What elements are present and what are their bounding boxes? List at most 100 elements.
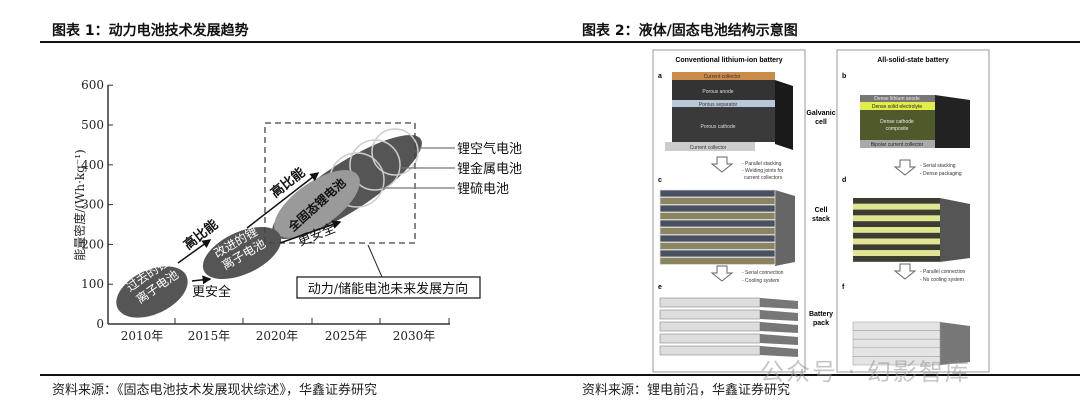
- x-tick-label: 2030年: [393, 329, 436, 343]
- row-label-cell-stack-1: Cell: [815, 207, 828, 214]
- note-dense-packaging: - Dense packaging: [920, 171, 962, 177]
- battery-module: [659, 333, 761, 344]
- y-tick-label: 0: [96, 317, 104, 331]
- y-tick-label: 400: [81, 158, 104, 172]
- down-arrow-icon: [710, 156, 734, 173]
- safer-label-1: 更安全: [192, 284, 231, 300]
- solid-pack-layer: [852, 321, 941, 331]
- solid-state-ellipse: [274, 170, 360, 238]
- footer-rule: [40, 374, 1080, 376]
- solid-stack-layer: [853, 203, 940, 210]
- solid-pack-side: [940, 322, 970, 365]
- solid-stack-layer: [853, 250, 940, 256]
- solid-stack-layer: [853, 238, 940, 245]
- li-air-circle: [371, 128, 419, 176]
- stack-layer: [659, 249, 776, 258]
- battery-module-side: [760, 310, 798, 321]
- note-current-collectors: current collectors: [744, 175, 783, 181]
- right-panel-title: All-solid-state battery: [877, 57, 949, 64]
- row-label-battery: Battery: [809, 311, 833, 318]
- row-label-pack: pack: [813, 320, 829, 327]
- old-li-ion-ellipse: [116, 266, 188, 318]
- note-serial-connection: - Serial connection: [742, 270, 784, 276]
- panel-f-label: f: [842, 284, 845, 291]
- solid-pack-layer: [852, 338, 941, 349]
- solid-stack-layer: [853, 198, 940, 204]
- solid-stack-layer: [853, 244, 940, 251]
- layer-current-collector-top: Current collector: [704, 74, 741, 80]
- x-tick-label: 2010年: [121, 329, 164, 343]
- legend-li-metal: 锂金属电池: [457, 161, 522, 177]
- stack-layer: [659, 212, 776, 220]
- solid-stack-layer: [853, 256, 940, 262]
- watermark: 公众号 · 幻影智库: [760, 358, 971, 386]
- layer-composite: composite: [886, 126, 909, 132]
- panel-e-label: e: [658, 284, 662, 291]
- solid-state-cell: Dense lithium anode Dense solid electrol…: [860, 95, 970, 148]
- x-tick-label: 2020年: [256, 329, 299, 343]
- solid-stack-layer: [853, 215, 940, 222]
- panel-d-label: d: [842, 177, 846, 184]
- x-tick-label: 2025年: [325, 329, 368, 343]
- improved-li-ion-ellipse: [202, 226, 282, 280]
- note-parallel-connection: - Parallel connection: [920, 269, 966, 275]
- solid-stack-layer: [853, 232, 940, 239]
- battery-module: [659, 321, 761, 332]
- figure1-title: 图表 1：动力电池技术发展趋势: [52, 23, 249, 39]
- layer-dense-cathode: Dense cathode: [880, 119, 914, 125]
- battery-module-side: [760, 298, 798, 309]
- stack-layer: [659, 197, 776, 205]
- future-direction-box: [264, 122, 416, 244]
- left-panel-title: Conventional lithium-ion battery: [675, 57, 782, 64]
- solid-pack-layer: [852, 330, 941, 340]
- y-tick-label: 600: [81, 78, 104, 92]
- stack-layer: [659, 204, 776, 213]
- stack-layer: [659, 234, 776, 243]
- stack-layer: [659, 219, 776, 228]
- figure2-source: 资料来源：锂电前沿，华鑫证券研究: [582, 383, 791, 398]
- conventional-cell: Current collector Porous anode Porous se…: [665, 72, 793, 151]
- solid-stack-layer: [853, 221, 940, 227]
- solid-stack-layer: [853, 227, 940, 233]
- y-tick-label: 200: [81, 237, 104, 251]
- layer-dense-solid-electrolyte: Dense solid electrolyte: [872, 104, 923, 110]
- solid-stack-layer: [853, 209, 940, 216]
- layer-porous-separator: Porous separator: [699, 102, 738, 108]
- y-tick-label: 100: [81, 277, 104, 291]
- note-serial-stacking: - Serial stacking: [920, 163, 956, 169]
- layer-porous-cathode: Porous cathode: [700, 124, 735, 130]
- legend-li-air: 锂空气电池: [457, 141, 522, 157]
- solid-pack-layer: [852, 356, 941, 366]
- battery-module: [659, 309, 761, 320]
- figure2-title: 图表 2：液体/固态电池结构示意图: [582, 23, 798, 39]
- panel-c-label: c: [658, 177, 662, 184]
- battery-module-side: [760, 322, 798, 333]
- down-arrow-icon: [710, 265, 734, 282]
- process-arrows: [710, 156, 917, 282]
- stack-layer: [659, 227, 776, 235]
- note-no-cooling-system: - No cooling system: [920, 277, 964, 283]
- y-tick-label: 300: [81, 198, 104, 212]
- legend-li-s: 锂硫电池: [457, 182, 509, 197]
- stack-layer: [659, 242, 776, 250]
- battery-module: [659, 297, 761, 308]
- row-label-cell: cell: [815, 119, 827, 126]
- y-axis-label: 能量密度/(Wh·kg⁻¹): [72, 149, 87, 260]
- row-label-cell-stack-2: stack: [812, 216, 830, 223]
- row-label-galvanic: Galvanic: [806, 110, 835, 117]
- panel-a-label: a: [658, 73, 662, 80]
- layer-porous-anode: Porous anode: [702, 89, 733, 95]
- future-direction-label: 动力/储能电池未来发展方向: [308, 281, 468, 297]
- note-welding-joints: - Welding joints for: [742, 168, 784, 174]
- panel-b-label: b: [842, 73, 846, 80]
- down-arrow-icon: [893, 159, 917, 176]
- layer-bipolar-collector: Bipolar current collector: [871, 142, 924, 148]
- header-rule: [40, 41, 1080, 43]
- down-arrow-icon: [893, 263, 917, 280]
- figure1-source: 资料来源：《固态电池技术发展现状综述》，华鑫证券研究: [52, 383, 378, 398]
- stack-layer: [659, 189, 776, 198]
- cell-stack-side: [775, 190, 795, 266]
- solid-stack-side: [940, 198, 970, 262]
